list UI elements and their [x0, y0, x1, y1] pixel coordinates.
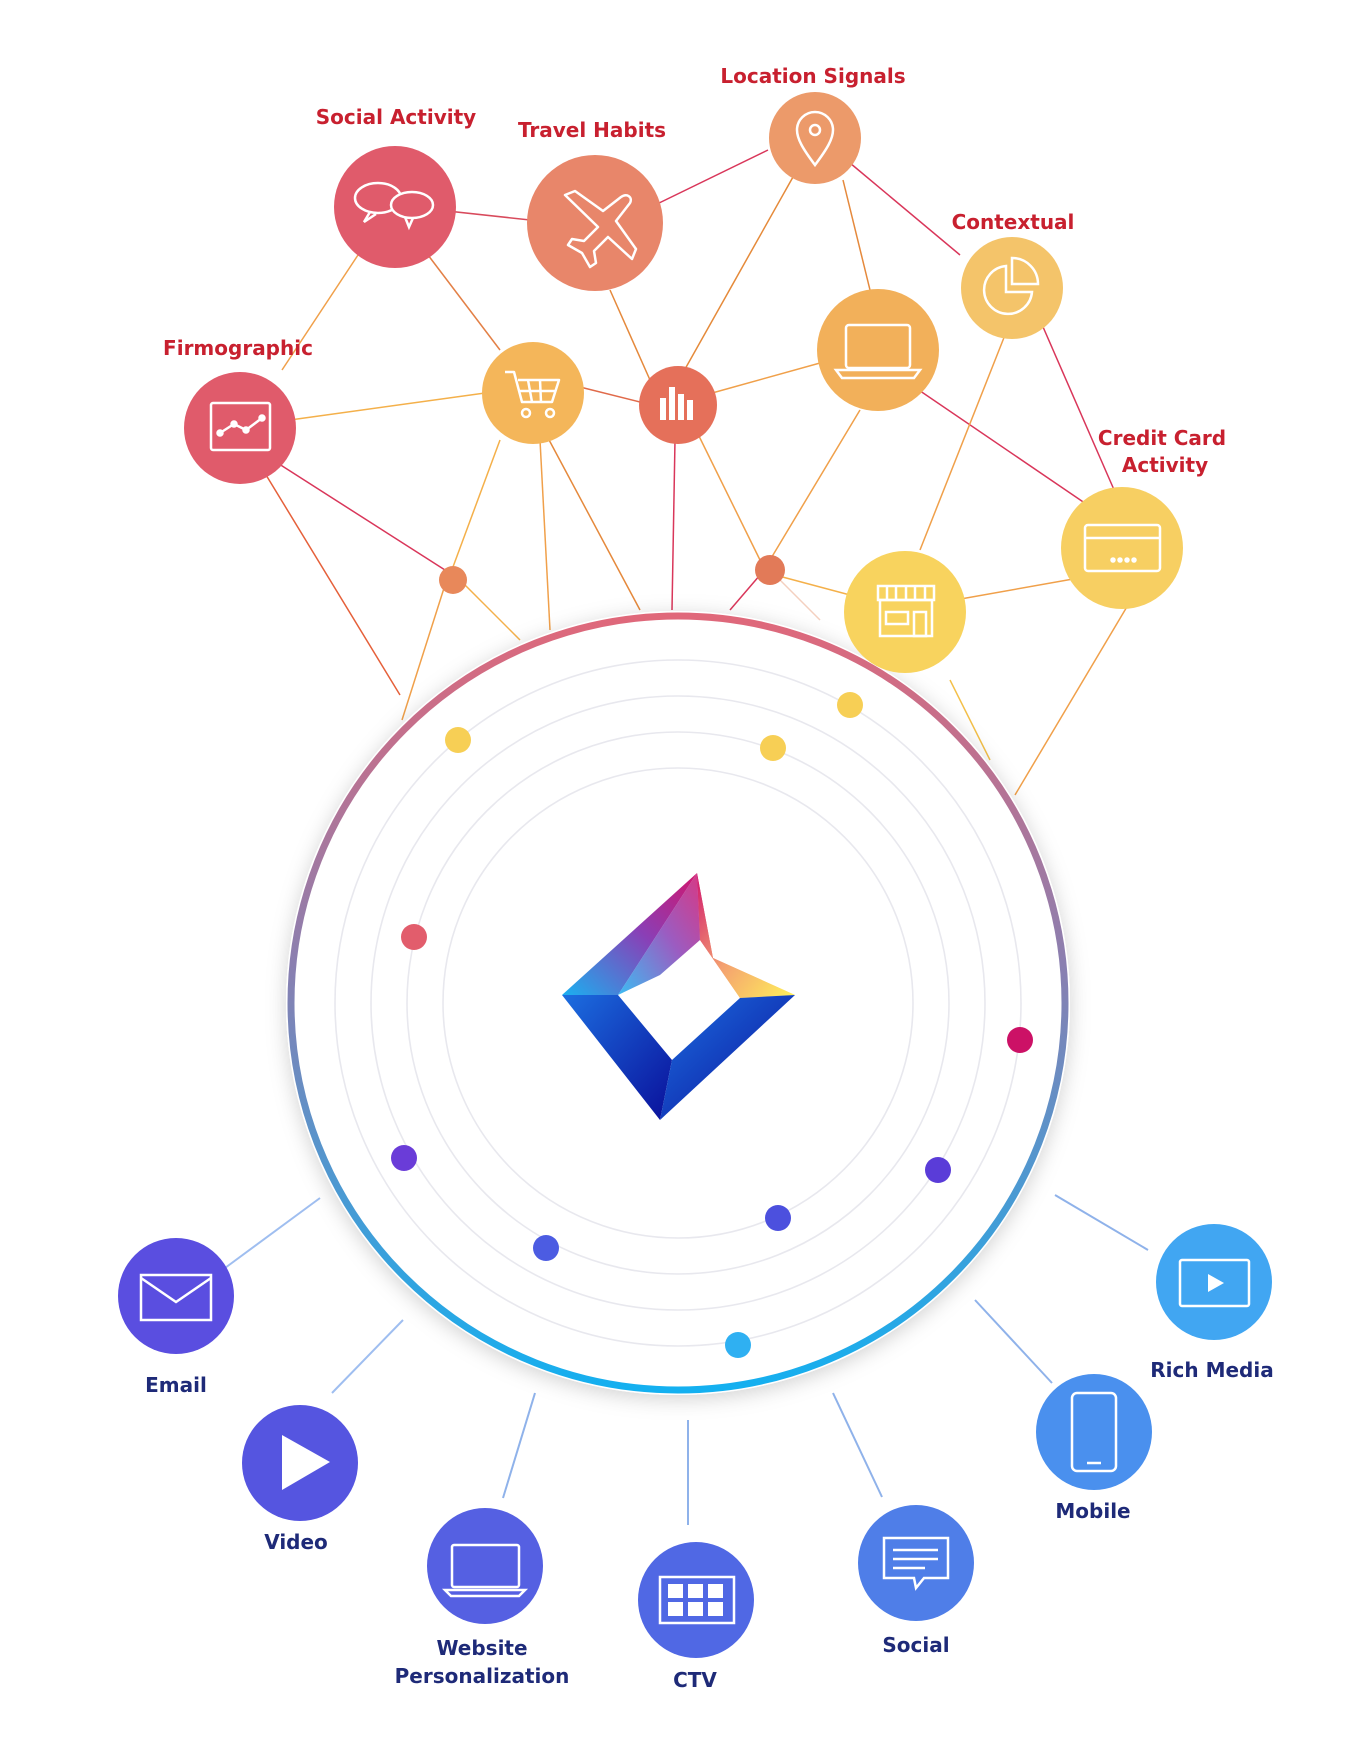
- map-pin-icon: [795, 110, 835, 168]
- label-email: Email: [145, 1373, 207, 1397]
- channel-node-social: [858, 1505, 974, 1621]
- smartphone-icon: [1070, 1391, 1118, 1473]
- video-player-icon: [1178, 1258, 1251, 1308]
- credit-card-icon: [1083, 523, 1162, 573]
- label-travel-habits: Travel Habits: [518, 118, 666, 142]
- laptop-icon: [441, 1543, 529, 1598]
- data-source-node-analytics: [639, 366, 717, 444]
- data-source-node-contextual: [961, 237, 1063, 339]
- label-mobile: Mobile: [1055, 1499, 1130, 1523]
- data-source-node-firmographic: [184, 372, 296, 484]
- data-source-node-shopping: [482, 342, 584, 444]
- data-source-node-laptop: [817, 289, 939, 411]
- channel-node-ctv: [638, 1542, 754, 1658]
- laptop-icon: [833, 323, 923, 380]
- data-source-node-store: [844, 551, 966, 673]
- message-icon: [882, 1536, 950, 1591]
- label-location-signals: Location Signals: [720, 64, 905, 88]
- network-nodes: [439, 555, 785, 594]
- orbit-dots: [391, 692, 1033, 1358]
- label-social-activity: Social Activity: [316, 105, 476, 129]
- channel-node-email: [118, 1238, 234, 1354]
- label-firmographic: Firmographic: [163, 336, 313, 360]
- label-contextual: Contextual: [952, 210, 1075, 234]
- channel-network-lines: [224, 1194, 1149, 1525]
- chat-bubbles-icon: [353, 181, 435, 231]
- bar-chart-icon: [660, 387, 693, 420]
- label-credit-card-line2: Activity: [1122, 453, 1208, 477]
- data-source-node-social-activity: [334, 146, 456, 268]
- channel-node-mobile: [1036, 1374, 1152, 1490]
- label-credit-card-line1: Credit Card: [1098, 426, 1226, 450]
- brand-logo: [562, 873, 795, 1120]
- data-source-node-credit-card: [1061, 487, 1183, 609]
- channel-node-website-personalization: [427, 1508, 543, 1624]
- channel-node-rich-media: [1156, 1224, 1272, 1340]
- label-rich-media: Rich Media: [1150, 1358, 1273, 1382]
- channel-node-video: [242, 1405, 358, 1521]
- shopping-cart-icon: [505, 370, 561, 419]
- label-website-line1: Website: [436, 1636, 527, 1660]
- envelope-icon: [139, 1273, 213, 1322]
- label-social: Social: [882, 1633, 949, 1657]
- airplane-icon: [563, 189, 638, 269]
- line-chart-icon: [209, 401, 272, 452]
- data-source-node-travel-habits: [527, 155, 663, 291]
- storefront-icon: [876, 584, 936, 638]
- label-video: Video: [264, 1530, 328, 1554]
- data-source-node-location-signals: [769, 92, 861, 184]
- tv-grid-icon: [658, 1575, 736, 1625]
- orbit-rings: [334, 659, 1022, 1347]
- central-hub: [286, 611, 1070, 1395]
- label-website-line2: Personalization: [395, 1664, 570, 1688]
- pie-chart-icon: [982, 256, 1040, 316]
- label-ctv: CTV: [673, 1668, 717, 1692]
- play-icon: [282, 1435, 330, 1490]
